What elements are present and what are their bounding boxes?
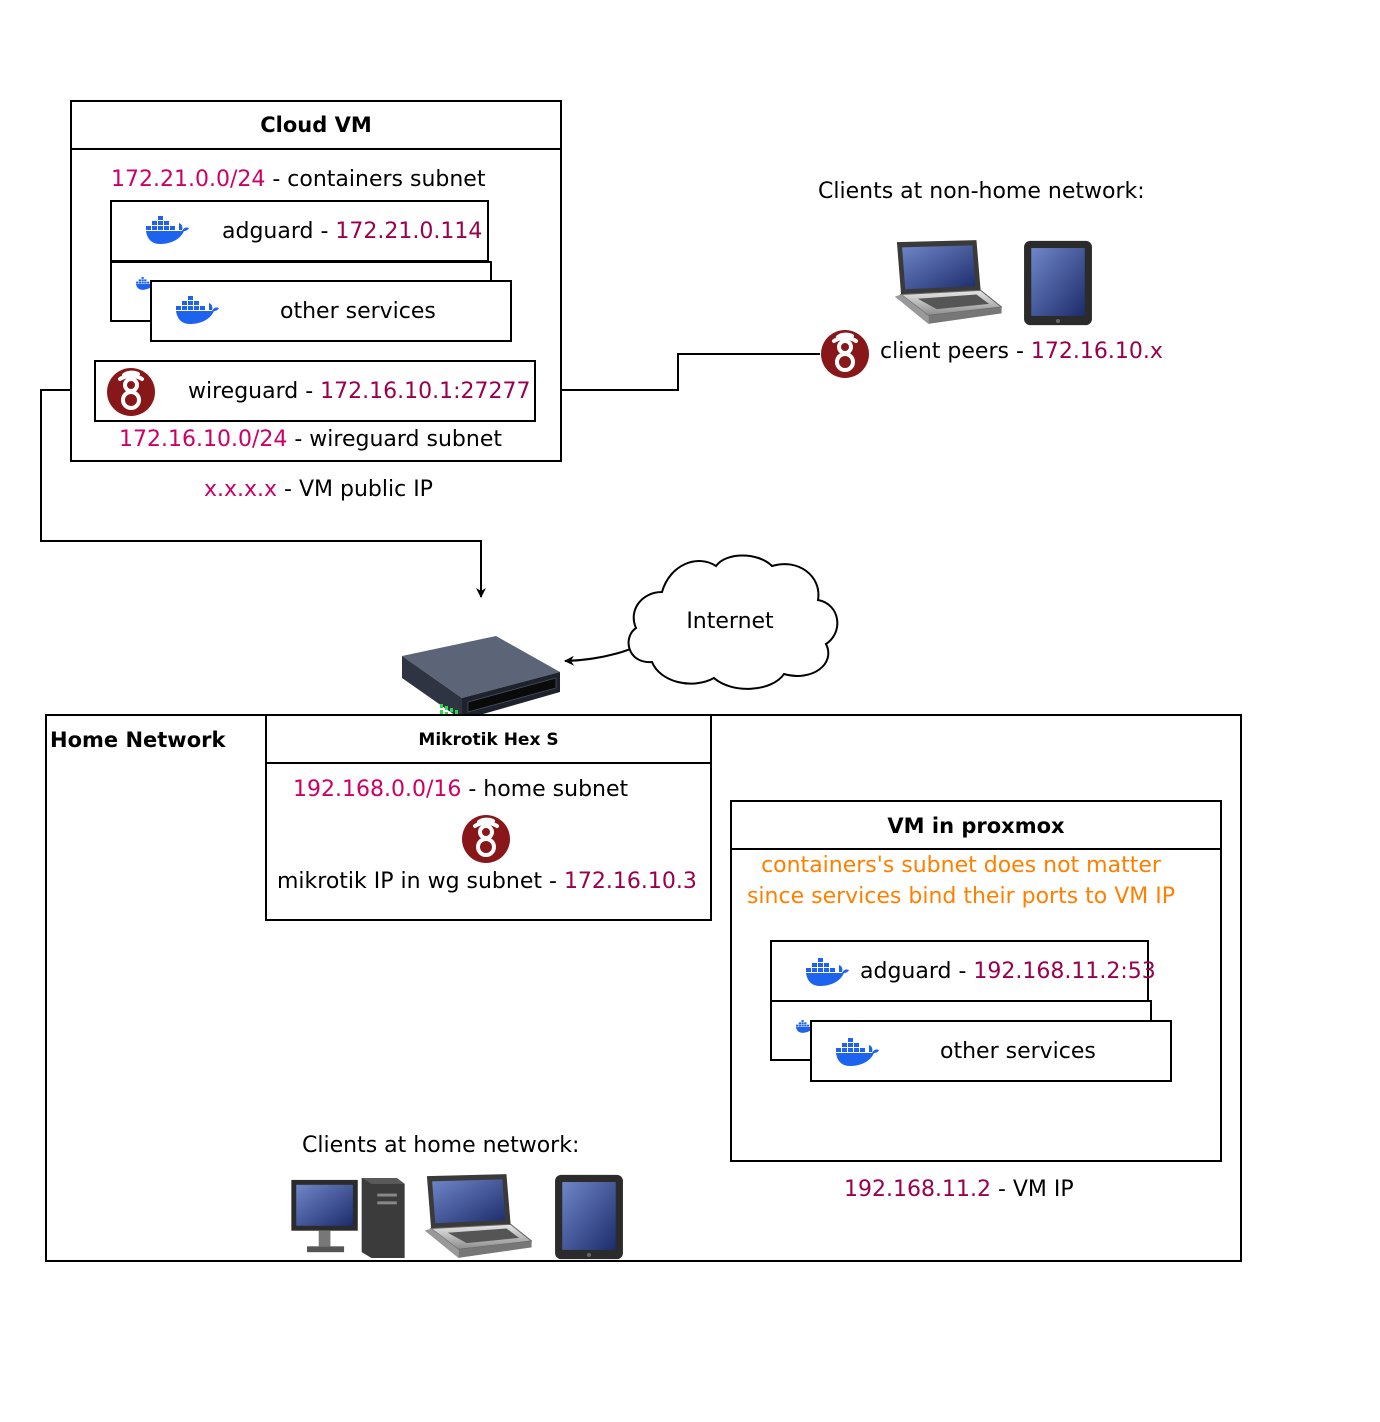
proxmox-note: containers's subnet does not matter sinc… [746,853,1176,909]
adguard-label: adguard - 192.168.11.2:53 [860,959,1156,984]
home-network-title: Home Network [50,728,226,752]
other-services-label: other services [280,299,436,324]
internet-cloud [627,554,839,690]
client-peers-label: client peers - 172.16.10.x [880,339,1163,364]
adguard-container: adguard - 192.168.11.2:53 [770,940,1156,1002]
tablet-icon [1022,238,1094,328]
wireguard-server: wireguard - 172.16.10.1:27277 [94,360,536,422]
other-services-container: other services [150,280,512,342]
cloud-vm-title: Cloud VM [72,102,560,150]
docker-icon [806,956,850,986]
laptop-icon [886,238,1002,328]
desktop-icon [289,1176,407,1260]
docker-icon [836,1036,880,1066]
adguard-label: adguard - 172.21.0.114 [222,219,483,244]
wireguard-icon [461,814,511,864]
wireguard-subnet-label: 172.16.10.0/24 - wireguard subnet [119,427,502,452]
mikrotik-wg-ip-label: mikrotik IP in wg subnet - 172.16.10.3 [277,869,697,894]
home-clients-title: Clients at home network: [302,1133,580,1158]
remote-clients-title: Clients at non-home network: [818,179,1145,204]
other-services-container: other services [810,1020,1172,1082]
home-subnet-label: 192.168.0.0/16 - home subnet [293,777,629,802]
wireguard-icon [820,329,870,379]
tablet-icon [553,1172,625,1262]
containers-subnet-label: 172.21.0.0/24 - containers subnet [111,167,486,192]
vm-public-ip-label: x.x.x.x - VM public IP [204,477,433,502]
wireguard-label: wireguard - 172.16.10.1:27277 [188,379,531,404]
internet-label: Internet [686,609,774,634]
docker-icon [146,214,190,244]
peers-to-wireguard-arrow [545,353,820,395]
wireguard-icon [106,367,156,417]
wireguard-to-router-arrow [40,389,486,598]
mikrotik-title: Mikrotik Hex S [267,716,710,764]
proxmox-vm-title: VM in proxmox [732,802,1220,850]
adguard-container: adguard - 172.21.0.114 [110,200,489,262]
proxmox-vm-ip-label: 192.168.11.2 - VM IP [844,1177,1074,1202]
laptop-icon [416,1172,532,1262]
other-services-label: other services [940,1039,1096,1064]
router-icon [402,636,560,720]
docker-icon [176,294,220,324]
